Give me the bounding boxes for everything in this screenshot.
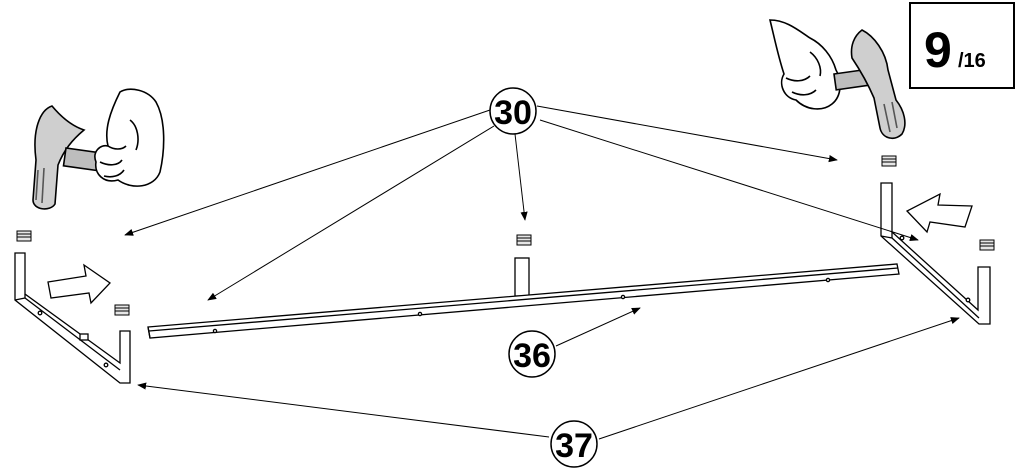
callout-36-label: 36	[513, 337, 551, 375]
step-indicator: 9 /16	[909, 2, 1015, 89]
right-hammer-hand	[768, 19, 906, 140]
left-hammer-hand	[32, 88, 165, 210]
dowel-icon-right-top	[881, 155, 897, 167]
callout-37: 37	[550, 420, 598, 468]
dowel-icon-center	[516, 234, 532, 246]
hand-icon	[768, 19, 841, 110]
leaders-part30	[124, 105, 919, 301]
step-number: 9	[924, 22, 952, 78]
step-total: /16	[958, 50, 986, 72]
callout-37-label: 37	[555, 427, 593, 465]
hand-icon	[94, 88, 165, 187]
long-rail	[147, 263, 900, 339]
hammer-icon	[833, 29, 906, 140]
center-leg	[514, 257, 530, 297]
push-arrow-icon-right	[905, 192, 973, 234]
dowel-icon-left-top	[16, 230, 32, 242]
callout-30: 30	[489, 87, 537, 135]
right-bracket	[880, 182, 991, 325]
dowel-icon-left-side	[114, 304, 130, 316]
callout-36: 36	[508, 330, 556, 378]
leader-part36	[555, 307, 641, 347]
dowel-icon-right-side	[979, 239, 995, 251]
callout-30-label: 30	[494, 94, 532, 132]
push-arrow-icon-left	[47, 263, 111, 305]
left-bracket	[14, 252, 131, 384]
leaders-part37	[137, 317, 960, 440]
